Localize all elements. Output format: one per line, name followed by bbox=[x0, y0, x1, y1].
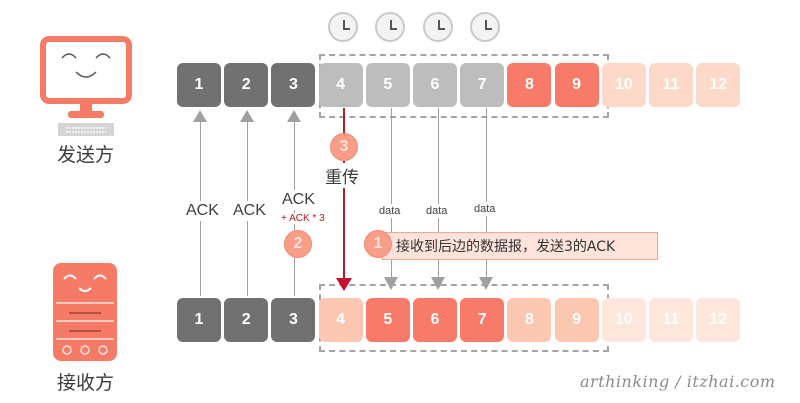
step-1-badge: 1 bbox=[364, 230, 392, 258]
retransmit-label: 重传 bbox=[325, 163, 359, 188]
data-line bbox=[438, 108, 439, 286]
sender-packet-9: 9 bbox=[554, 63, 599, 107]
data-line bbox=[486, 108, 487, 286]
server-smiley-icon bbox=[53, 263, 117, 361]
watermark: arthinking / itzhai.com bbox=[580, 372, 776, 391]
sender-icon bbox=[40, 36, 132, 136]
sender-packet-10: 10 bbox=[601, 63, 646, 107]
ack-extra-label: + ACK * 3 bbox=[281, 213, 325, 224]
receiver-label: 接收方 bbox=[57, 372, 115, 394]
receiver-packet-10: 10 bbox=[601, 298, 646, 342]
sender-packet-3: 3 bbox=[271, 63, 316, 107]
monitor-smiley-icon bbox=[40, 36, 132, 136]
ack-label: ACK bbox=[282, 190, 315, 210]
receiver-packet-11: 11 bbox=[649, 298, 693, 342]
data-label: data bbox=[379, 204, 401, 218]
sender-packet-4: 4 bbox=[318, 63, 363, 107]
data-arrowhead bbox=[479, 277, 493, 290]
receiver-packet-2: 2 bbox=[224, 298, 269, 342]
data-arrowhead bbox=[384, 277, 398, 290]
sender-packet-6: 6 bbox=[413, 63, 457, 107]
timer-icon bbox=[470, 12, 500, 42]
data-label: data bbox=[426, 204, 448, 218]
receiver-packet-4: 4 bbox=[318, 298, 363, 342]
receiver-packet-5: 5 bbox=[365, 298, 410, 342]
ack-label: ACK bbox=[233, 201, 266, 221]
ack-arrowhead bbox=[287, 110, 301, 122]
sender-packet-2: 2 bbox=[224, 63, 269, 107]
step-2-badge: 2 bbox=[284, 230, 312, 258]
step-3-badge: 3 bbox=[330, 133, 358, 161]
receiver-packet-8: 8 bbox=[507, 298, 552, 342]
sender-packet-1: 1 bbox=[177, 63, 221, 107]
receiver-packet-12: 12 bbox=[696, 298, 741, 342]
step-1-text: 接收到后边的数据报，发送3的ACK bbox=[396, 239, 616, 255]
receiver-packet-7: 7 bbox=[460, 298, 505, 342]
ack-arrowhead bbox=[193, 110, 207, 122]
sender-packet-11: 11 bbox=[649, 63, 693, 107]
sender-label: 发送方 bbox=[57, 144, 115, 166]
data-label: data bbox=[474, 202, 496, 216]
data-line bbox=[391, 108, 392, 286]
retransmit-arrowhead bbox=[336, 278, 352, 291]
ack-arrowheads bbox=[193, 110, 301, 122]
ack-arrowhead bbox=[240, 110, 254, 122]
timer-icon bbox=[423, 12, 453, 42]
sender-packet-12: 12 bbox=[696, 63, 741, 107]
timer-icon bbox=[375, 12, 405, 42]
retransmit-line bbox=[343, 108, 345, 284]
receiver-packet-6: 6 bbox=[413, 298, 457, 342]
data-arrowheads bbox=[384, 277, 493, 290]
receiver-icon bbox=[53, 263, 117, 361]
receiver-packet-1: 1 bbox=[177, 298, 221, 342]
sender-packet-8: 8 bbox=[507, 63, 552, 107]
ack-label: ACK bbox=[186, 201, 219, 221]
receiver-packet-3: 3 bbox=[271, 298, 316, 342]
sender-packet-7: 7 bbox=[460, 63, 505, 107]
step-1-callout bbox=[382, 232, 658, 260]
receiver-packet-9: 9 bbox=[554, 298, 599, 342]
sender-packet-5: 5 bbox=[365, 63, 410, 107]
timer-icon bbox=[328, 12, 358, 42]
data-arrowhead bbox=[431, 277, 445, 290]
